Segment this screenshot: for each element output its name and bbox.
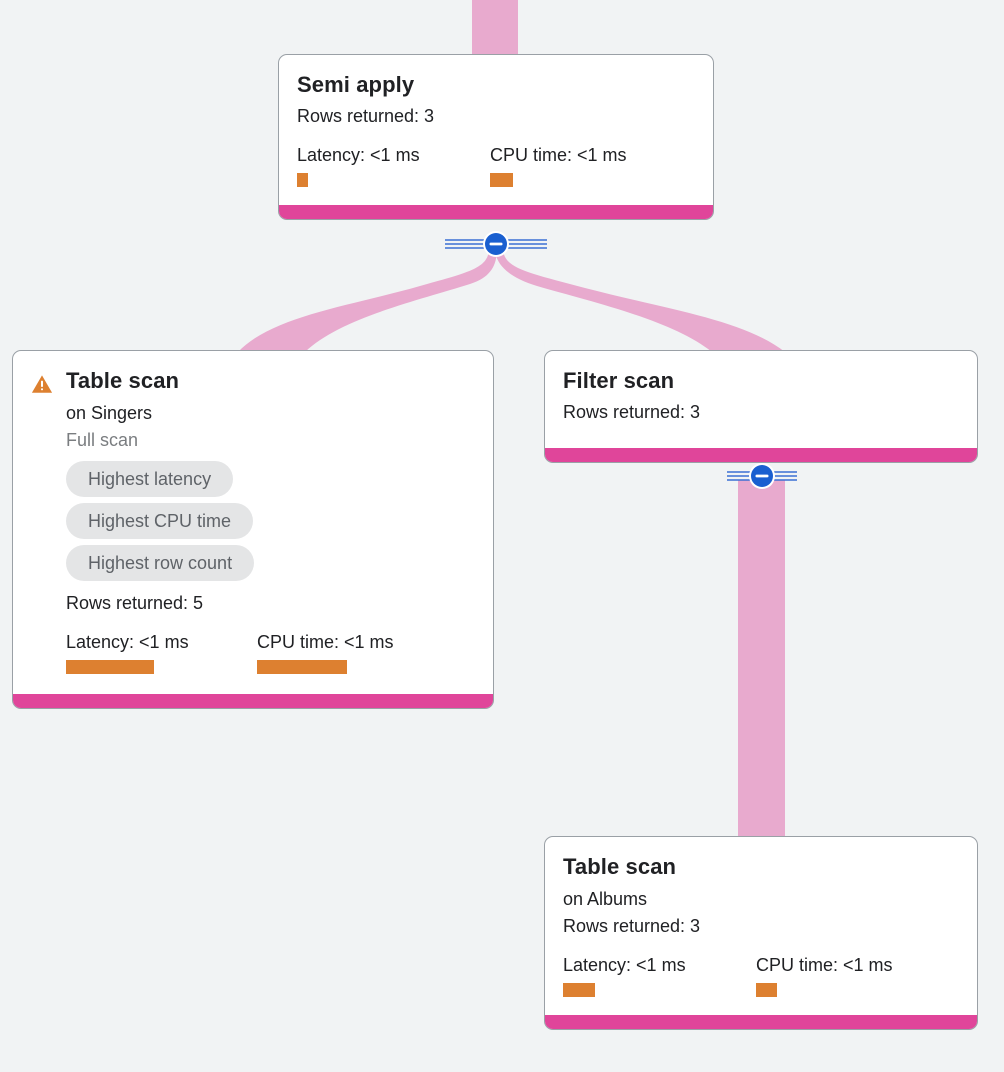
node-filter-scan-header: Filter scan	[563, 367, 959, 395]
latency-label: Latency: <1 ms	[563, 955, 686, 975]
scan-type-label: Full scan	[66, 430, 139, 450]
latency-label: Latency: <1 ms	[297, 145, 420, 165]
node-table-scan-singers[interactable]: Table scan on Singers Full scan Highest …	[12, 350, 494, 709]
edge-filter-scan-to-table-scan-albums	[738, 480, 785, 838]
collapse-toggle-filter-scan[interactable]	[725, 462, 799, 490]
node-footer-bar	[545, 448, 977, 462]
edge-semi-apply-to-filter-scan	[495, 248, 785, 352]
rows-returned: Rows returned: 5	[66, 593, 204, 613]
node-table-scan-singers-header: Table scan	[31, 367, 475, 395]
node-footer-bar	[279, 205, 713, 219]
insight-chip-list: Highest latency Highest CPU time Highest…	[66, 461, 475, 581]
node-filter-scan[interactable]: Filter scan Rows returned: 3	[544, 350, 978, 463]
rows-returned: Rows returned: 3	[297, 106, 435, 126]
cpu-time-label: CPU time: <1 ms	[756, 955, 893, 975]
rows-returned: Rows returned: 3	[563, 916, 701, 936]
cpu-time-bar	[490, 173, 513, 187]
node-filter-scan-body: Filter scan Rows returned: 3	[545, 351, 977, 448]
node-semi-apply[interactable]: Semi apply Rows returned: 3 Latency: <1 …	[278, 54, 714, 220]
edge-semi-apply-to-table-scan-singers	[238, 248, 497, 352]
node-table-scan-albums[interactable]: Table scan on Albums Rows returned: 3 La…	[544, 836, 978, 1030]
node-table-scan-albums-header: Table scan	[563, 853, 959, 881]
cpu-time-metric: CPU time: <1 ms	[756, 954, 893, 997]
collapse-toggle-semi-apply[interactable]	[441, 230, 551, 258]
node-table-scan-singers-details: on Singers Full scan Highest latency Hig…	[31, 400, 475, 674]
latency-bar	[563, 983, 595, 997]
cpu-time-bar	[756, 983, 777, 997]
cpu-time-metric: CPU time: <1 ms	[490, 144, 627, 187]
node-title: Table scan	[563, 854, 677, 879]
latency-metric: Latency: <1 ms	[563, 954, 756, 997]
metrics-row: Latency: <1 ms CPU time: <1 ms	[563, 954, 959, 997]
latency-metric: Latency: <1 ms	[66, 631, 257, 674]
node-title: Semi apply	[297, 72, 415, 97]
latency-label: Latency: <1 ms	[66, 632, 189, 652]
latency-metric: Latency: <1 ms	[297, 144, 490, 187]
node-table-scan-singers-body: Table scan on Singers Full scan Highest …	[13, 351, 493, 694]
minus-circle-icon[interactable]	[441, 230, 551, 258]
warning-triangle-icon	[31, 375, 53, 393]
node-footer-bar	[13, 694, 493, 708]
edge-root-to-semi-apply	[472, 0, 518, 56]
cpu-time-label: CPU time: <1 ms	[490, 145, 627, 165]
node-title: Filter scan	[563, 368, 675, 393]
node-semi-apply-header: Semi apply	[297, 71, 695, 99]
minus-circle-icon[interactable]	[725, 462, 799, 490]
node-footer-bar	[545, 1015, 977, 1029]
cpu-time-metric: CPU time: <1 ms	[257, 631, 394, 674]
chip-highest-latency[interactable]: Highest latency	[66, 461, 234, 497]
node-subtitle: on Singers	[66, 403, 153, 423]
rows-returned: Rows returned: 3	[563, 402, 701, 422]
node-semi-apply-body: Semi apply Rows returned: 3 Latency: <1 …	[279, 55, 713, 205]
chip-highest-cpu-time[interactable]: Highest CPU time	[66, 503, 254, 539]
latency-bar	[66, 660, 154, 674]
node-subtitle: on Albums	[563, 889, 648, 909]
chip-highest-row-count[interactable]: Highest row count	[66, 545, 255, 581]
node-table-scan-albums-body: Table scan on Albums Rows returned: 3 La…	[545, 837, 977, 1015]
cpu-time-bar	[257, 660, 347, 674]
latency-bar	[297, 173, 308, 187]
node-title: Table scan	[66, 368, 180, 393]
metrics-row: Latency: <1 ms CPU time: <1 ms	[66, 631, 475, 674]
metrics-row: Latency: <1 ms CPU time: <1 ms	[297, 144, 695, 187]
cpu-time-label: CPU time: <1 ms	[257, 632, 394, 652]
